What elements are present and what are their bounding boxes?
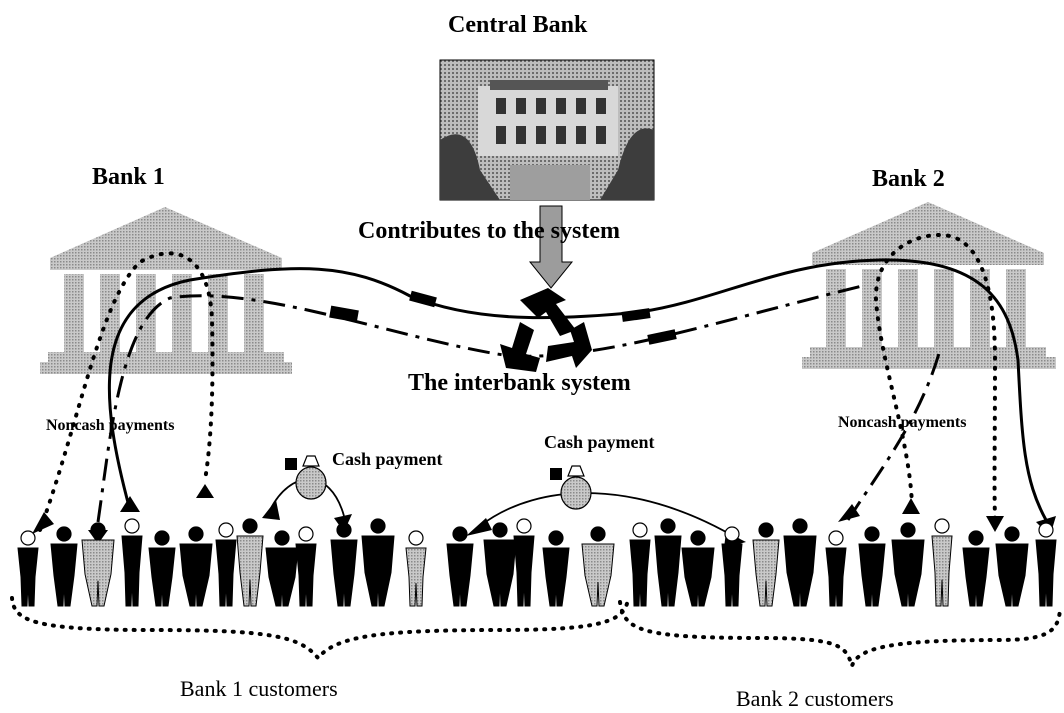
bank2-building: [802, 202, 1056, 369]
interbank-label: The interbank system: [408, 370, 631, 396]
customer-silhouette-icon: [405, 530, 427, 607]
customer-silhouette-icon: [891, 522, 925, 607]
noncash-label-left: Noncash payments: [46, 417, 175, 434]
customer-silhouette-icon: [81, 522, 115, 607]
money-bag-icon-right: [550, 465, 592, 510]
customer-silhouette-icon: [995, 526, 1029, 607]
customer-silhouette-icon: [783, 518, 817, 607]
customer-silhouette-icon: [179, 526, 213, 607]
customer-silhouette-icon: [1035, 522, 1057, 607]
customer-silhouette-icon: [330, 522, 358, 607]
noncash-flow-dotted: [38, 233, 998, 532]
customer-silhouette-icon: [681, 530, 715, 607]
cash-label-left: Cash payment: [332, 449, 443, 469]
bank1-customers-label: Bank 1 customers: [180, 676, 338, 701]
bank2-customers-label: Bank 2 customers: [736, 686, 894, 711]
customers-row: [17, 518, 1057, 607]
customer-silhouette-icon: [148, 530, 176, 607]
contributes-label: Contributes to the system: [358, 218, 620, 244]
customer-silhouette-icon: [513, 518, 535, 607]
money-bag-icon-left: [285, 455, 327, 500]
customer-silhouette-icon: [361, 518, 395, 607]
central-bank-photo: [439, 59, 655, 201]
bank1-building: [40, 207, 292, 374]
customer-silhouette-icon: [721, 526, 743, 607]
recycle-icon: [500, 288, 592, 372]
customer-silhouette-icon: [17, 530, 39, 607]
customer-silhouette-icon: [215, 522, 237, 607]
interbank-flow-solid: [107, 258, 1048, 521]
customer-silhouette-icon: [581, 526, 615, 607]
central-bank-title: Central Bank: [448, 12, 588, 38]
cash-label-right: Cash payment: [544, 432, 655, 452]
contribution-arrow: [528, 205, 574, 289]
customer-silhouette-icon: [931, 518, 953, 607]
noncash-label-right: Noncash payments: [838, 414, 967, 431]
customer-silhouette-icon: [858, 526, 886, 607]
customer-silhouette-icon: [121, 518, 143, 607]
customer-silhouette-icon: [752, 522, 780, 607]
bank2-title: Bank 2: [872, 166, 945, 192]
customer-silhouette-icon: [50, 526, 78, 607]
bank1-title: Bank 1: [92, 164, 165, 190]
customer-silhouette-icon: [629, 522, 651, 607]
customer-silhouette-icon: [446, 526, 474, 607]
customer-silhouette-icon: [295, 526, 317, 607]
interbank-flow-dashdot: [96, 284, 942, 523]
customer-silhouette-icon: [483, 522, 517, 607]
customer-silhouette-icon: [654, 518, 682, 607]
customer-silhouette-icon: [962, 530, 990, 607]
customer-silhouette-icon: [236, 518, 264, 607]
customer-silhouette-icon: [542, 530, 570, 607]
customer-silhouette-icon: [825, 530, 847, 607]
customer-silhouette-icon: [265, 530, 299, 607]
customer-brackets: [10, 596, 1062, 673]
